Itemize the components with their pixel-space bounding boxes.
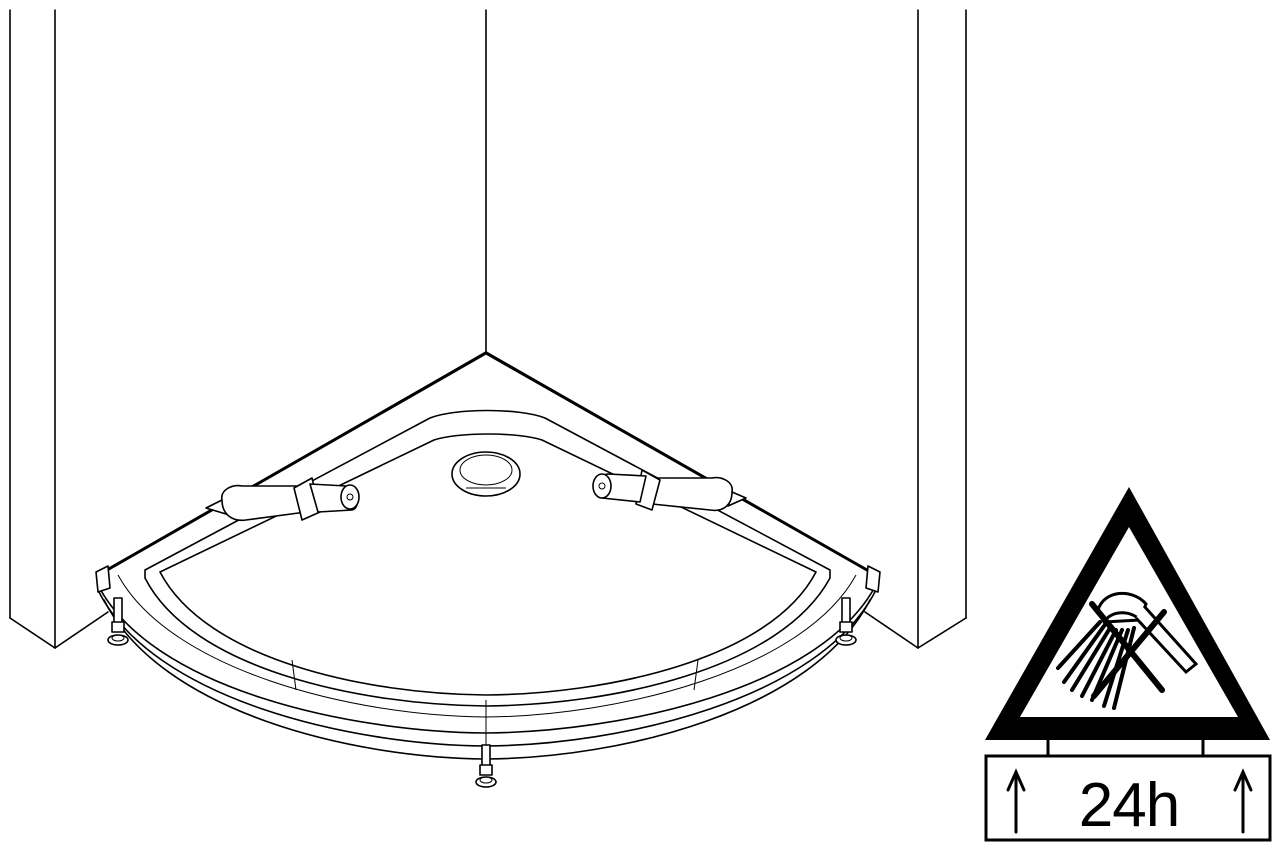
warning-label-box xyxy=(984,754,1272,842)
shower-tray xyxy=(95,351,881,760)
silicone-cartridge-left xyxy=(205,477,360,522)
foot-front xyxy=(475,744,497,788)
arrow-up-icon xyxy=(1006,768,1026,834)
drain xyxy=(451,451,521,497)
silicone-cartridge-right xyxy=(592,469,747,512)
foot-right xyxy=(835,597,857,646)
wall-right xyxy=(864,9,967,649)
no-shower-icon xyxy=(1056,591,1199,710)
warning-sign: 24h xyxy=(984,487,1272,842)
foot-left xyxy=(107,597,129,646)
wait-time-label: 24h xyxy=(1079,771,1179,840)
arrow-up-icon xyxy=(1233,768,1253,834)
wall-left xyxy=(9,9,109,649)
